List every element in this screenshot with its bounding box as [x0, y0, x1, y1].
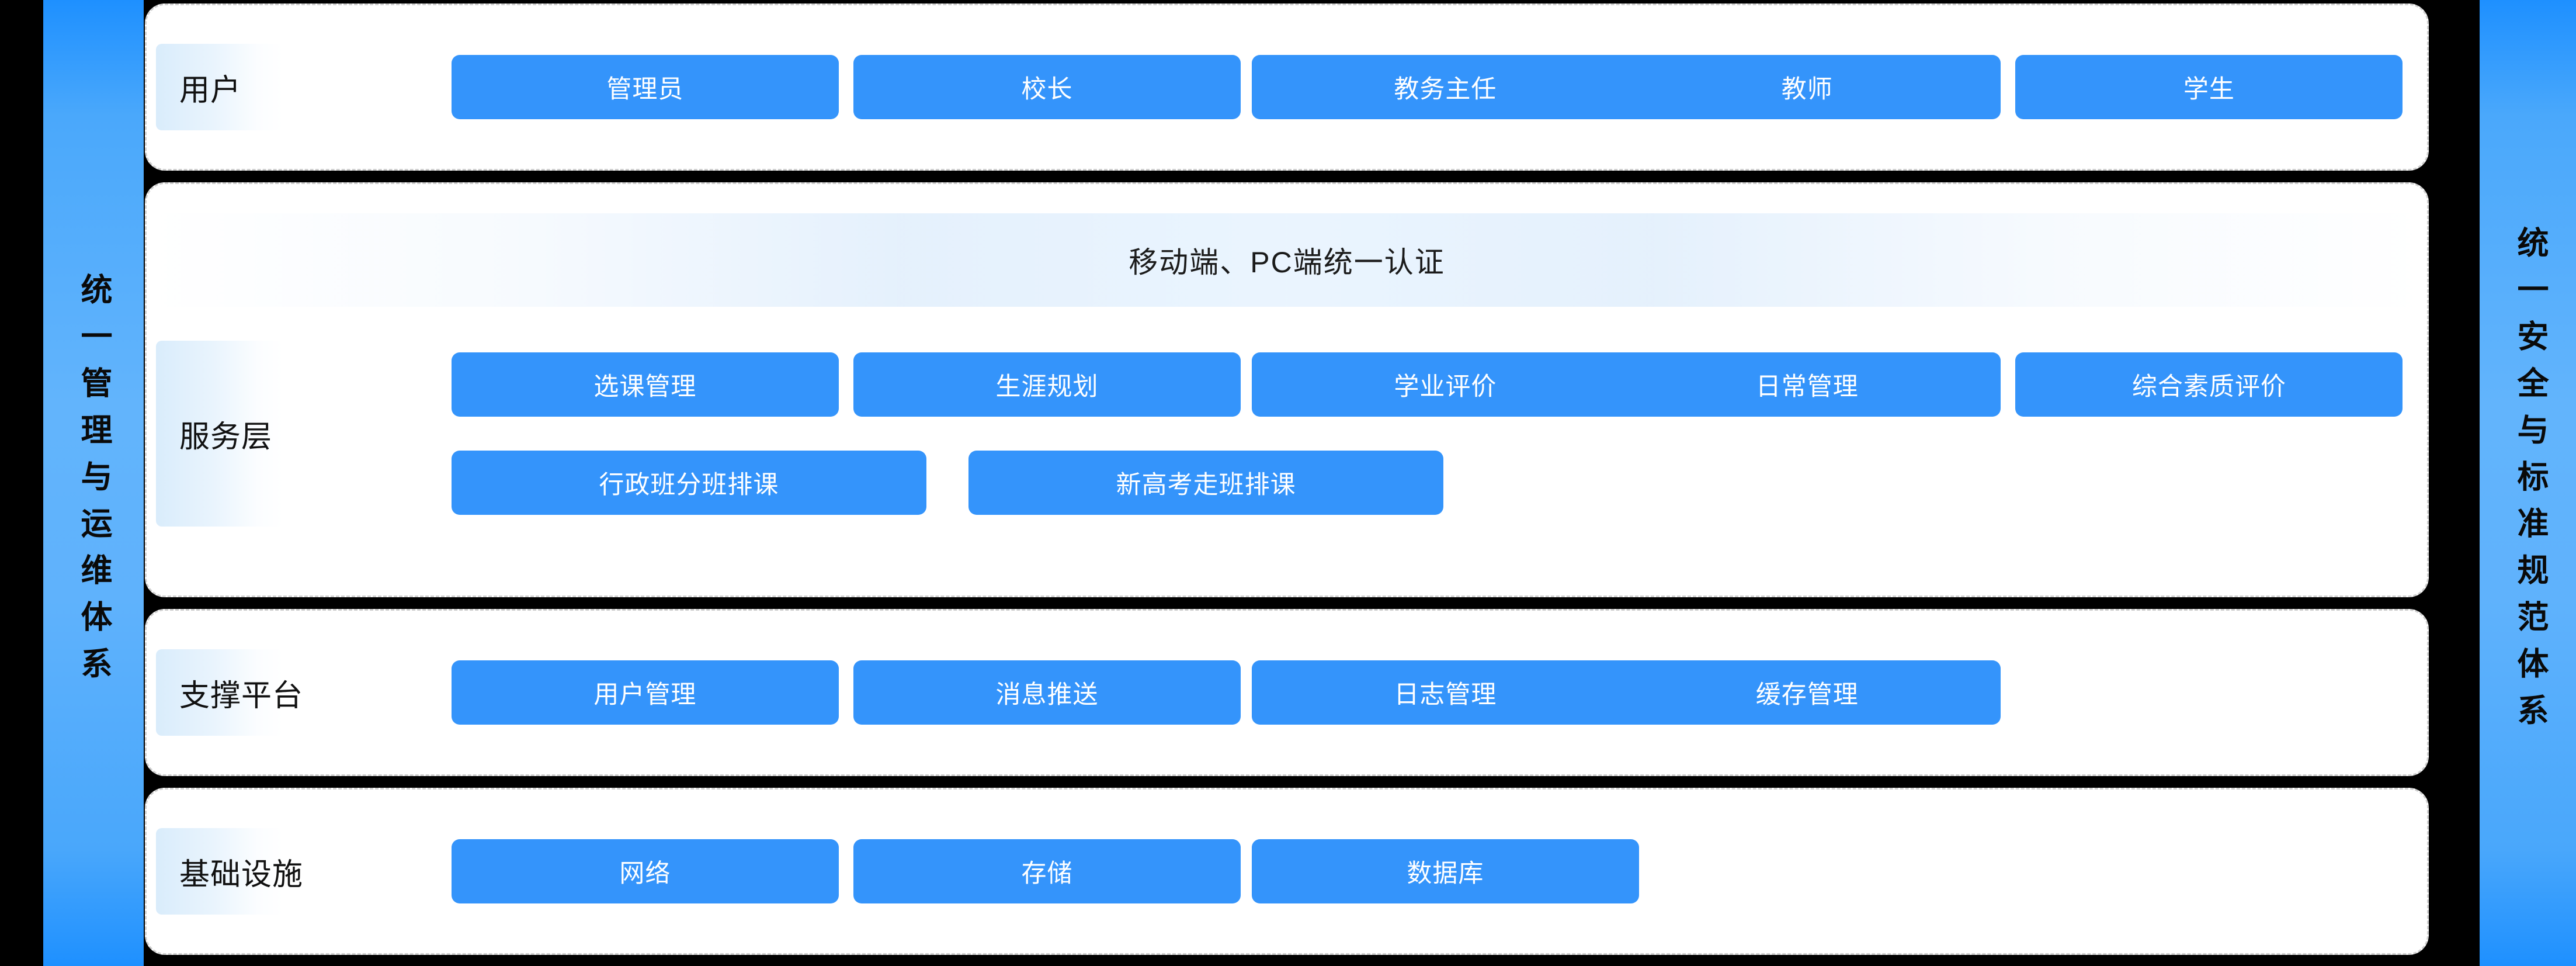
layer-label-infrastructure: 基础设施	[156, 828, 303, 915]
chip-message-push[interactable]: 消息推送	[853, 660, 1241, 725]
chip-label: 用户管理	[593, 681, 697, 709]
chip-label: 网络	[619, 860, 671, 888]
chip-label: 生涯规划	[995, 373, 1099, 401]
chip-academic-director[interactable]: 教务主任	[1251, 55, 1639, 119]
unified-auth-banner: 移动端、PC端统一认证	[147, 213, 2427, 307]
layer-body-users: 用户 管理员 校长 教务主任 教师	[147, 44, 2427, 130]
chip-label: 消息推送	[995, 681, 1099, 709]
chip-row-service-2: 行政班分班排课 新高考走班排课	[283, 451, 2427, 515]
layer-panel-users: 用户 管理员 校长 教务主任 教师	[145, 4, 2429, 171]
chip-network[interactable]: 网络	[451, 839, 839, 903]
chip-label: 日志管理	[1394, 681, 1497, 709]
chip-academic-evaluation[interactable]: 学业评价	[1251, 352, 1639, 417]
chip-label: 数据库	[1407, 860, 1484, 888]
layer-label-text-service: 服务层	[179, 420, 273, 454]
layer-stack: 用户 管理员 校长 教务主任 教师	[145, 0, 2429, 966]
chip-area-infrastructure: 网络 存储 数据库	[283, 828, 2427, 915]
chip-daily-management[interactable]: 日常管理	[1613, 352, 2001, 417]
layer-panel-service: 移动端、PC端统一认证 服务层 选课管理 生涯规划 学业评价	[145, 182, 2429, 597]
chip-label: 缓存管理	[1755, 681, 1859, 709]
chip-database[interactable]: 数据库	[1251, 839, 1639, 903]
chip-teacher[interactable]: 教师	[1613, 55, 2001, 119]
chip-area-users: 管理员 校长 教务主任 教师 学生	[283, 44, 2427, 130]
chip-label: 日常管理	[1755, 373, 1859, 401]
chip-admin[interactable]: 管理员	[451, 55, 839, 119]
chip-row-support-1: 用户管理 消息推送 日志管理 缓存管理	[283, 660, 2427, 725]
layer-label-text-support: 支撑平台	[179, 678, 304, 713]
layer-label-service: 服务层	[156, 341, 283, 527]
chip-cache-management[interactable]: 缓存管理	[1613, 660, 2001, 725]
chip-log-management[interactable]: 日志管理	[1251, 660, 1639, 725]
chip-label: 行政班分班排课	[599, 471, 779, 499]
unified-auth-banner-text: 移动端、PC端统一认证	[1129, 246, 1445, 279]
chip-comprehensive-quality-evaluation[interactable]: 综合素质评价	[2015, 352, 2403, 417]
layer-panel-infrastructure: 基础设施 网络 存储 数据库	[145, 788, 2429, 955]
layer-body-support: 支撑平台 用户管理 消息推送 日志管理 缓存管理	[147, 649, 2427, 736]
chip-career-planning[interactable]: 生涯规划	[853, 352, 1241, 417]
chip-label: 学业评价	[1394, 373, 1497, 401]
left-vertical-band: 统一管理与运维体系	[43, 0, 144, 966]
chip-principal[interactable]: 校长	[853, 55, 1241, 119]
chip-row-service-1: 选课管理 生涯规划 学业评价 日常管理 综合素质评价	[283, 352, 2427, 417]
chip-label: 教务主任	[1394, 75, 1497, 103]
right-vertical-band: 统一安全与标准规范体系	[2480, 0, 2576, 966]
chip-label: 综合素质评价	[2131, 373, 2286, 401]
chip-label: 校长	[1021, 75, 1073, 103]
left-band-label: 统一管理与运维体系	[76, 272, 111, 694]
chip-row-users-1: 管理员 校长 教务主任 教师 学生	[283, 55, 2427, 119]
chip-label: 选课管理	[593, 373, 697, 401]
layer-label-text-users: 用户	[179, 73, 242, 108]
layer-label-support: 支撑平台	[156, 649, 303, 736]
right-band-label: 统一安全与标准规范体系	[2512, 226, 2547, 740]
chip-label: 管理员	[606, 75, 684, 103]
chip-storage[interactable]: 存储	[853, 839, 1241, 903]
chip-area-service: 选课管理 生涯规划 学业评价 日常管理 综合素质评价	[283, 341, 2427, 527]
chip-course-selection-management[interactable]: 选课管理	[451, 352, 839, 417]
chip-label: 教师	[1781, 75, 1833, 103]
chip-label: 学生	[2183, 75, 2235, 103]
chip-student[interactable]: 学生	[2015, 55, 2403, 119]
chip-row-infrastructure-1: 网络 存储 数据库	[283, 839, 2427, 903]
chip-administrative-class-scheduling[interactable]: 行政班分班排课	[451, 451, 927, 515]
layer-label-text-infrastructure: 基础设施	[179, 857, 304, 892]
chip-area-support: 用户管理 消息推送 日志管理 缓存管理	[283, 649, 2427, 736]
chip-new-gaokao-elective-scheduling[interactable]: 新高考走班排课	[968, 451, 1444, 515]
layer-body-infrastructure: 基础设施 网络 存储 数据库	[147, 828, 2427, 915]
chip-user-management[interactable]: 用户管理	[451, 660, 839, 725]
chip-label: 新高考走班排课	[1116, 471, 1296, 499]
layer-body-service: 服务层 选课管理 生涯规划 学业评价 日常管理	[147, 341, 2427, 527]
chip-label: 存储	[1021, 860, 1073, 888]
layer-panel-support: 支撑平台 用户管理 消息推送 日志管理 缓存管理	[145, 609, 2429, 776]
layer-label-users: 用户	[156, 44, 283, 130]
